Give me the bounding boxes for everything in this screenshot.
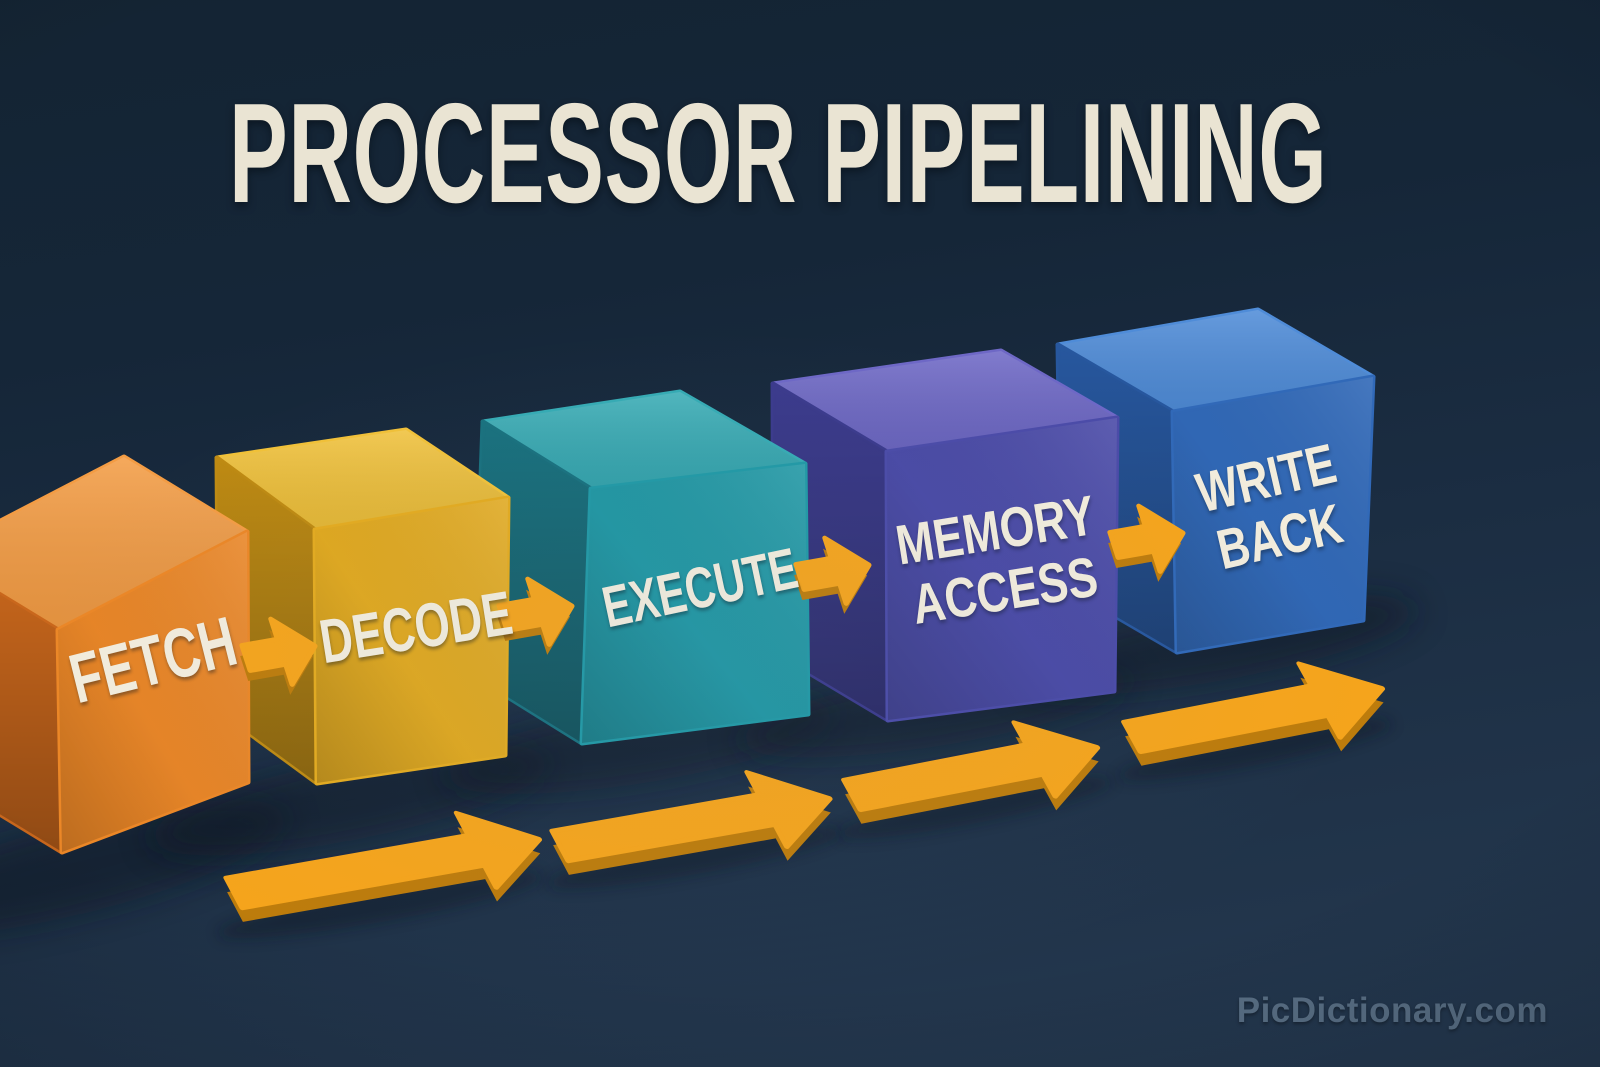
cube-decode-front-shade (315, 498, 508, 783)
cube-decode-top-shade (217, 430, 508, 530)
arrow-shadow (547, 827, 843, 889)
arrow-shadow (837, 777, 1113, 839)
flow-arrow-face (549, 770, 833, 864)
stage-arrow-face (793, 535, 872, 606)
cube-fetch (0, 454, 251, 855)
stage-arrow-decode-execute (496, 576, 575, 655)
cube-fetch-front-shade (58, 532, 248, 852)
stage-arrow-fetch-decode (239, 616, 318, 695)
flow-arrow-face (223, 810, 543, 911)
arrow-shadow (1117, 719, 1393, 781)
flow-arrow-face (841, 720, 1101, 813)
cube-decode (214, 427, 511, 786)
stage-arrow-face (1107, 503, 1186, 574)
cube-memory-access-top-shade (773, 351, 1117, 452)
cube-execute-top-shade (483, 392, 805, 489)
watermark: PicDictionary.com (1236, 991, 1548, 1030)
stage-arrow-face (496, 576, 575, 647)
flow-arrow-4 (1121, 661, 1386, 766)
flow-arrow-2 (549, 770, 833, 875)
page-title: PROCESSOR PIPELINING (229, 74, 1328, 233)
cube-write-back-top-shade (1058, 310, 1373, 412)
stage-arrow-execute-memory (793, 535, 872, 614)
flow-arrow-3 (841, 720, 1101, 824)
cube-fetch-side-shade (0, 594, 62, 852)
cube-fetch-top-shade (0, 457, 247, 630)
flow-arrow-1 (223, 810, 543, 922)
cube-write-back-front-shade (1173, 377, 1373, 652)
cube-execute-front-shade (582, 464, 808, 743)
cube-memory-access-front-shade (887, 418, 1117, 720)
flow-arrow-face (1121, 661, 1386, 755)
stage-arrow-face (239, 616, 318, 687)
stage-arrow-memory-writeback (1107, 503, 1186, 582)
arrow-shadow (217, 871, 543, 939)
